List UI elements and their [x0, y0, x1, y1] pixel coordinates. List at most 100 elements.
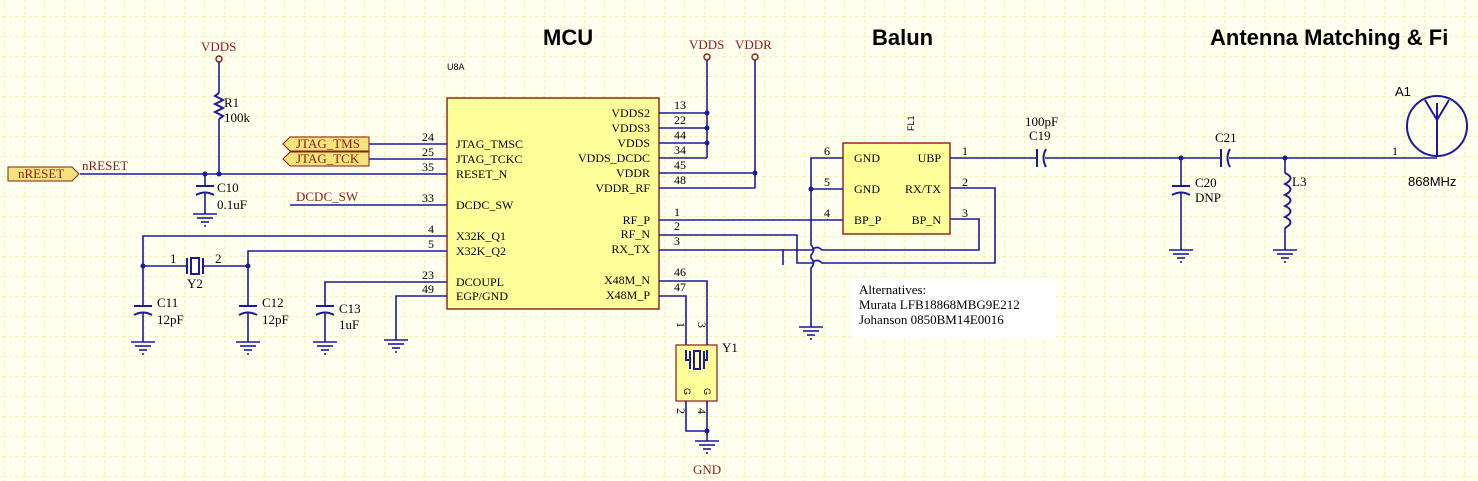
y1-g-left: G [682, 388, 692, 395]
c21-ref: C21 [1215, 130, 1237, 145]
balun-pin-name: RX/TX [905, 182, 941, 196]
c20-value: DNP [1195, 190, 1221, 205]
c11-value: 12pF [157, 312, 184, 327]
balun-pin-number: 2 [962, 175, 968, 189]
alternatives-note: Alternatives: Murata LFB18868MBG9E212 Jo… [851, 280, 1056, 338]
jtag-tms-label: JTAG_TMS [296, 136, 360, 151]
crystal-y2[interactable]: 1 2 Y2 [143, 251, 248, 291]
c19-value: 100pF [1025, 114, 1058, 129]
vdds-power-left: VDDS [201, 39, 236, 93]
y2-ref: Y2 [187, 276, 203, 291]
mcu-pin-number: 45 [674, 158, 686, 172]
y1-pin2: 2 [674, 408, 688, 414]
balun-pin-number: 6 [824, 144, 830, 158]
balun-pin-name: BP_P [854, 213, 882, 227]
ground-symbol [131, 341, 155, 355]
c10-value: 0.1uF [217, 197, 247, 212]
mcu-pin-name: DCOUPL [456, 275, 504, 289]
c12-ref: C12 [262, 295, 284, 310]
capacitor-c21[interactable]: C21 [1215, 130, 1405, 168]
ground-symbol [695, 440, 719, 454]
gnd-label: GND [693, 462, 721, 477]
mcu-designator: U8A [447, 62, 465, 72]
r1-value: 100k [224, 110, 251, 125]
balun-pin-name: UBP [918, 151, 942, 165]
port-nreset[interactable]: nRESET [7, 166, 80, 182]
a1-value: 868MHz [1408, 174, 1456, 189]
port-jtag-tck[interactable]: JTAG_TCK [282, 151, 370, 167]
balun-pin-name: GND [854, 182, 880, 196]
ground-symbol [799, 326, 823, 340]
c13-ref: C13 [339, 301, 361, 316]
ground-symbol [384, 339, 408, 353]
mcu-chip[interactable]: U8A JTAG_TMSC JTAG_TCKC RESET_N DCDC_SW … [422, 62, 686, 310]
mcu-pin-number: 47 [674, 280, 686, 294]
vdds-power-right: VDDS [689, 37, 724, 61]
y2-pin2: 2 [215, 251, 222, 266]
mcu-pin-name: DCDC_SW [456, 198, 514, 212]
mcu-pin-name: RF_P [623, 213, 651, 227]
mcu-pin-number: 35 [422, 160, 434, 174]
a1-ref: A1 [1395, 84, 1411, 99]
balun-pin-name: BP_N [912, 213, 942, 227]
mcu-pin-name: VDDS3 [611, 121, 650, 135]
section-title-balun: Balun [872, 25, 933, 50]
mcu-pin-name: VDDS_DCDC [578, 151, 650, 165]
capacitor-c20[interactable]: C20 DNP [1171, 158, 1221, 250]
ground-symbol [1273, 249, 1297, 263]
port-jtag-tms[interactable]: JTAG_TMS [282, 136, 370, 152]
mcu-pin-name: JTAG_TMSC [456, 137, 523, 151]
vddr-power: VDDR [735, 37, 772, 61]
c11-ref: C11 [157, 295, 178, 310]
y1-ref: Y1 [722, 340, 738, 355]
mcu-pin-name: RX_TX [611, 242, 650, 256]
mcu-pin-name: JTAG_TCKC [456, 152, 522, 166]
ground-symbol [1169, 249, 1193, 263]
mcu-pin-name: VDDR_RF [595, 181, 650, 195]
resistor-r1[interactable]: R1 100k [212, 92, 251, 174]
a1-pin: 1 [1392, 144, 1398, 158]
mcu-pin-name: X48M_N [604, 273, 650, 287]
vdds-label-right: VDDS [689, 37, 724, 52]
mcu-pin-number: 44 [674, 128, 686, 142]
c13-value: 1uF [339, 317, 359, 332]
mcu-pin-name: EGP/GND [456, 289, 508, 303]
capacitor-c11[interactable]: C11 12pF [133, 295, 184, 342]
inductor-l3[interactable]: L3 [1282, 158, 1306, 250]
y1-pin4: 4 [695, 408, 709, 414]
jtag-tck-label: JTAG_TCK [296, 151, 360, 166]
c12-value: 12pF [262, 312, 289, 327]
mcu-pin-number: 4 [428, 222, 434, 236]
nreset-port-label: nRESET [18, 166, 64, 181]
mcu-pin-number: 2 [674, 219, 680, 233]
crystal-y1[interactable]: G G 1 3 2 4 Y1 [674, 322, 738, 414]
mcu-pin-name: RF_N [621, 227, 651, 241]
mcu-pin-number: 1 [674, 205, 680, 219]
antenna-a1[interactable]: A1 1 868MHz [1392, 84, 1468, 189]
l3-ref: L3 [1292, 174, 1306, 189]
fl1-designator: FL1 [906, 115, 916, 131]
capacitor-c10[interactable]: C10 0.1uF [195, 174, 247, 214]
capacitor-c13[interactable]: C13 1uF [315, 300, 361, 342]
mcu-pin-number: 13 [674, 98, 686, 112]
mcu-pin-number: 23 [422, 268, 434, 282]
mcu-pin-name: X48M_P [606, 288, 650, 302]
dcdc-sw-net-label: DCDC_SW [296, 189, 359, 204]
mcu-pin-name: VDDS [617, 136, 650, 150]
capacitor-c19[interactable]: 100pF C19 [1025, 114, 1220, 168]
mcu-pin-number: 34 [674, 143, 686, 157]
balun-pin-name: GND [854, 151, 880, 165]
note-line: Johanson 0850BM14E0016 [859, 312, 1004, 327]
note-title: Alternatives: [859, 282, 926, 297]
balun-pin-number: 5 [824, 175, 830, 189]
mcu-pin-name: VDDR [616, 166, 650, 180]
mcu-pin-number: 3 [674, 234, 680, 248]
balun-fl1[interactable]: FL1 GND GND BP_P UBP RX/TX BP_N 6 5 4 1 … [824, 115, 968, 235]
capacitor-c12[interactable]: C12 12pF [238, 295, 289, 342]
ground-symbol [313, 341, 337, 355]
vdds-label-left: VDDS [201, 39, 236, 54]
mcu-pin-name: RESET_N [456, 167, 508, 181]
mcu-pin-number: 22 [674, 113, 686, 127]
